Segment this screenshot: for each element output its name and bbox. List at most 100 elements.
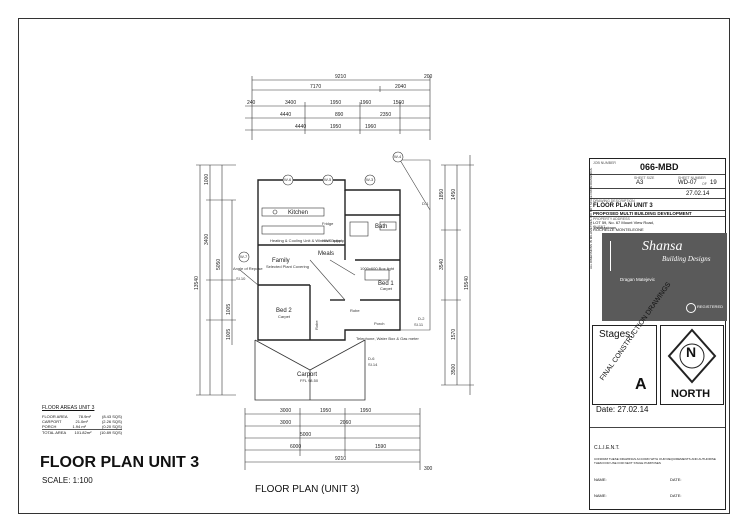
right-dim-labels: 15540 1850 1450 3540 1570 3500 xyxy=(439,189,470,375)
drawing-title: FLOOR PLAN UNIT 3 xyxy=(593,203,653,209)
svg-text:W-6: W-6 xyxy=(284,177,292,182)
dim-top-3e: 1560 xyxy=(393,100,404,106)
address-row: PROPERTY ADDRESS LOT 59, No. 67 Mount Vi… xyxy=(590,217,725,231)
dim-bot-4b: 1590 xyxy=(375,444,386,450)
room-robe1: Robe xyxy=(314,320,319,330)
section-marker: SI.10 xyxy=(236,276,246,281)
svg-text:D-2: D-2 xyxy=(418,316,425,321)
svg-text:W-3: W-3 xyxy=(366,177,374,182)
angle-note: Angle of Repose xyxy=(233,266,263,271)
dim-top-3c: 1950 xyxy=(330,100,341,106)
client-sign: C.L.I.E.N.T. xyxy=(594,445,620,451)
registered-label: REGISTERED xyxy=(697,304,724,309)
left-dimensions xyxy=(196,164,236,396)
room-carport: Carport xyxy=(297,372,317,378)
dim-right-b: 1450 xyxy=(451,189,457,200)
dim-right-a: 1850 xyxy=(439,189,445,200)
svg-text:SI.10: SI.10 xyxy=(236,276,246,281)
room-bed1: Bed 1 xyxy=(378,281,394,287)
svg-text:SI.11: SI.11 xyxy=(414,322,424,327)
date-row: 27.02.14 xyxy=(590,189,725,199)
svg-text:D-1: D-1 xyxy=(422,201,429,206)
dim-bot-overall: 9210 xyxy=(335,456,346,462)
dim-top-4b: 890 xyxy=(335,112,344,118)
roof-lines xyxy=(239,159,431,331)
kitchen-benches xyxy=(261,207,397,281)
dim-right-e: 3500 xyxy=(451,364,457,375)
dim-top-3a: 240 xyxy=(247,100,256,106)
room-bed2: Bed 2 xyxy=(276,308,292,314)
job-number-row: JOB NUMBER 066-MBD xyxy=(590,159,725,175)
name-label: NAME: xyxy=(594,477,607,482)
dim-bot-4a: 6000 xyxy=(290,444,301,450)
drawing-sheet-border xyxy=(18,18,730,514)
sheet-size: A3 xyxy=(636,180,644,186)
brand-sub: Building Designs xyxy=(662,255,711,263)
dim-left-overall: 13540 xyxy=(194,276,200,290)
room-bed1-note: Carpet xyxy=(380,286,393,291)
room-labels: Kitchen Family Selected Plant Covering M… xyxy=(233,210,419,383)
dim-right-c: 3540 xyxy=(439,259,445,270)
client-name: ROCHELLE MONTELEONE xyxy=(593,227,644,232)
dim-bot-3a: 5000 xyxy=(300,432,311,438)
section-marker: SI.14 xyxy=(368,362,378,367)
stage-date: Date: 27.02.14 xyxy=(596,405,649,414)
room-family-note: Selected Plant Covering xyxy=(266,264,309,269)
dim-right-overall: 15540 xyxy=(464,276,470,290)
north-arrow-icon xyxy=(667,328,717,384)
project-row: PROPOSED MULTI BUILDING DEVELOPMENT xyxy=(590,211,725,217)
dim-bot-2b: 2060 xyxy=(340,420,351,426)
bottom-dimensions xyxy=(244,408,421,470)
designer-name: Dragan Matejevic xyxy=(620,277,656,282)
north-letter: N xyxy=(686,344,697,360)
registered-icon xyxy=(686,303,696,313)
dim-bot-1c: 1950 xyxy=(360,408,371,414)
dim-top-overall: 9210 xyxy=(335,74,346,80)
job-number: 066-MBD xyxy=(640,162,679,172)
stages-label: Stages: xyxy=(599,329,633,340)
dim-top-5a: 4440 xyxy=(295,124,306,130)
room-carport-note: FFL 98.50 xyxy=(300,378,319,383)
brand-name: Shansa xyxy=(642,239,683,254)
dim-left-d: 1005 xyxy=(226,304,232,315)
room-bed2-note: Carpet xyxy=(278,314,291,319)
sheet-total: 19 xyxy=(710,180,717,186)
company-logo: Shansa Building Designs Dragan Matejevic… xyxy=(602,233,727,321)
property-address: LOT 59, No. 67 Mount View Road, Thomasto… xyxy=(593,220,654,230)
svg-text:D-6: D-6 xyxy=(368,356,375,361)
room-bath: Bath xyxy=(375,224,387,230)
dim-top-3b: 3400 xyxy=(285,100,296,106)
dim-top-5c: 1960 xyxy=(365,124,376,130)
room-porch: Porch xyxy=(374,321,384,326)
svg-text:W-7: W-7 xyxy=(240,254,248,259)
dim-left-b: 3400 xyxy=(204,234,210,245)
fridge-note: Fridge xyxy=(322,221,334,226)
date-sig-label: DATE: xyxy=(670,493,682,498)
section-marker: W-4 xyxy=(392,151,404,163)
section-marker: D-1 xyxy=(422,201,429,206)
section-marker: W-7 xyxy=(238,251,250,263)
title-block: JOB NUMBER 066-MBD SHEET SIZE A3 SHEET N… xyxy=(589,158,727,510)
stage-letter: A xyxy=(635,376,647,393)
plan-title: FLOOR PLAN UNIT 3 xyxy=(40,454,200,471)
bottom-dim-labels: 3000 1950 1950 3000 2060 5000 6000 1590 … xyxy=(280,408,433,472)
dim-top-4c: 2350 xyxy=(380,112,391,118)
dim-bot-1a: 3000 xyxy=(280,408,291,414)
section-marker: W-3 xyxy=(364,174,376,186)
plan-caption: FLOOR PLAN (UNIT 3) xyxy=(255,484,360,495)
carport-outline xyxy=(254,339,366,401)
dim-top-2c: 200 xyxy=(424,74,433,80)
section-marker: W-5 xyxy=(322,174,334,186)
plan-scale: SCALE: 1:100 xyxy=(42,476,93,485)
stages-box: Stages: FINAL CONSTRUCTION DRAWINGS A xyxy=(592,281,672,405)
top-dim-labels: 9210 7170 2040 200 240 3400 1950 1960 15… xyxy=(247,74,433,130)
project-name: PROPOSED MULTI BUILDING DEVELOPMENT xyxy=(593,211,692,216)
signoff-divider xyxy=(590,427,725,428)
left-dim-labels: 13540 1000 3400 5050 1005 1005 xyxy=(194,174,232,340)
svg-text:W-4: W-4 xyxy=(394,154,402,159)
dim-bot-1b: 1950 xyxy=(320,408,331,414)
